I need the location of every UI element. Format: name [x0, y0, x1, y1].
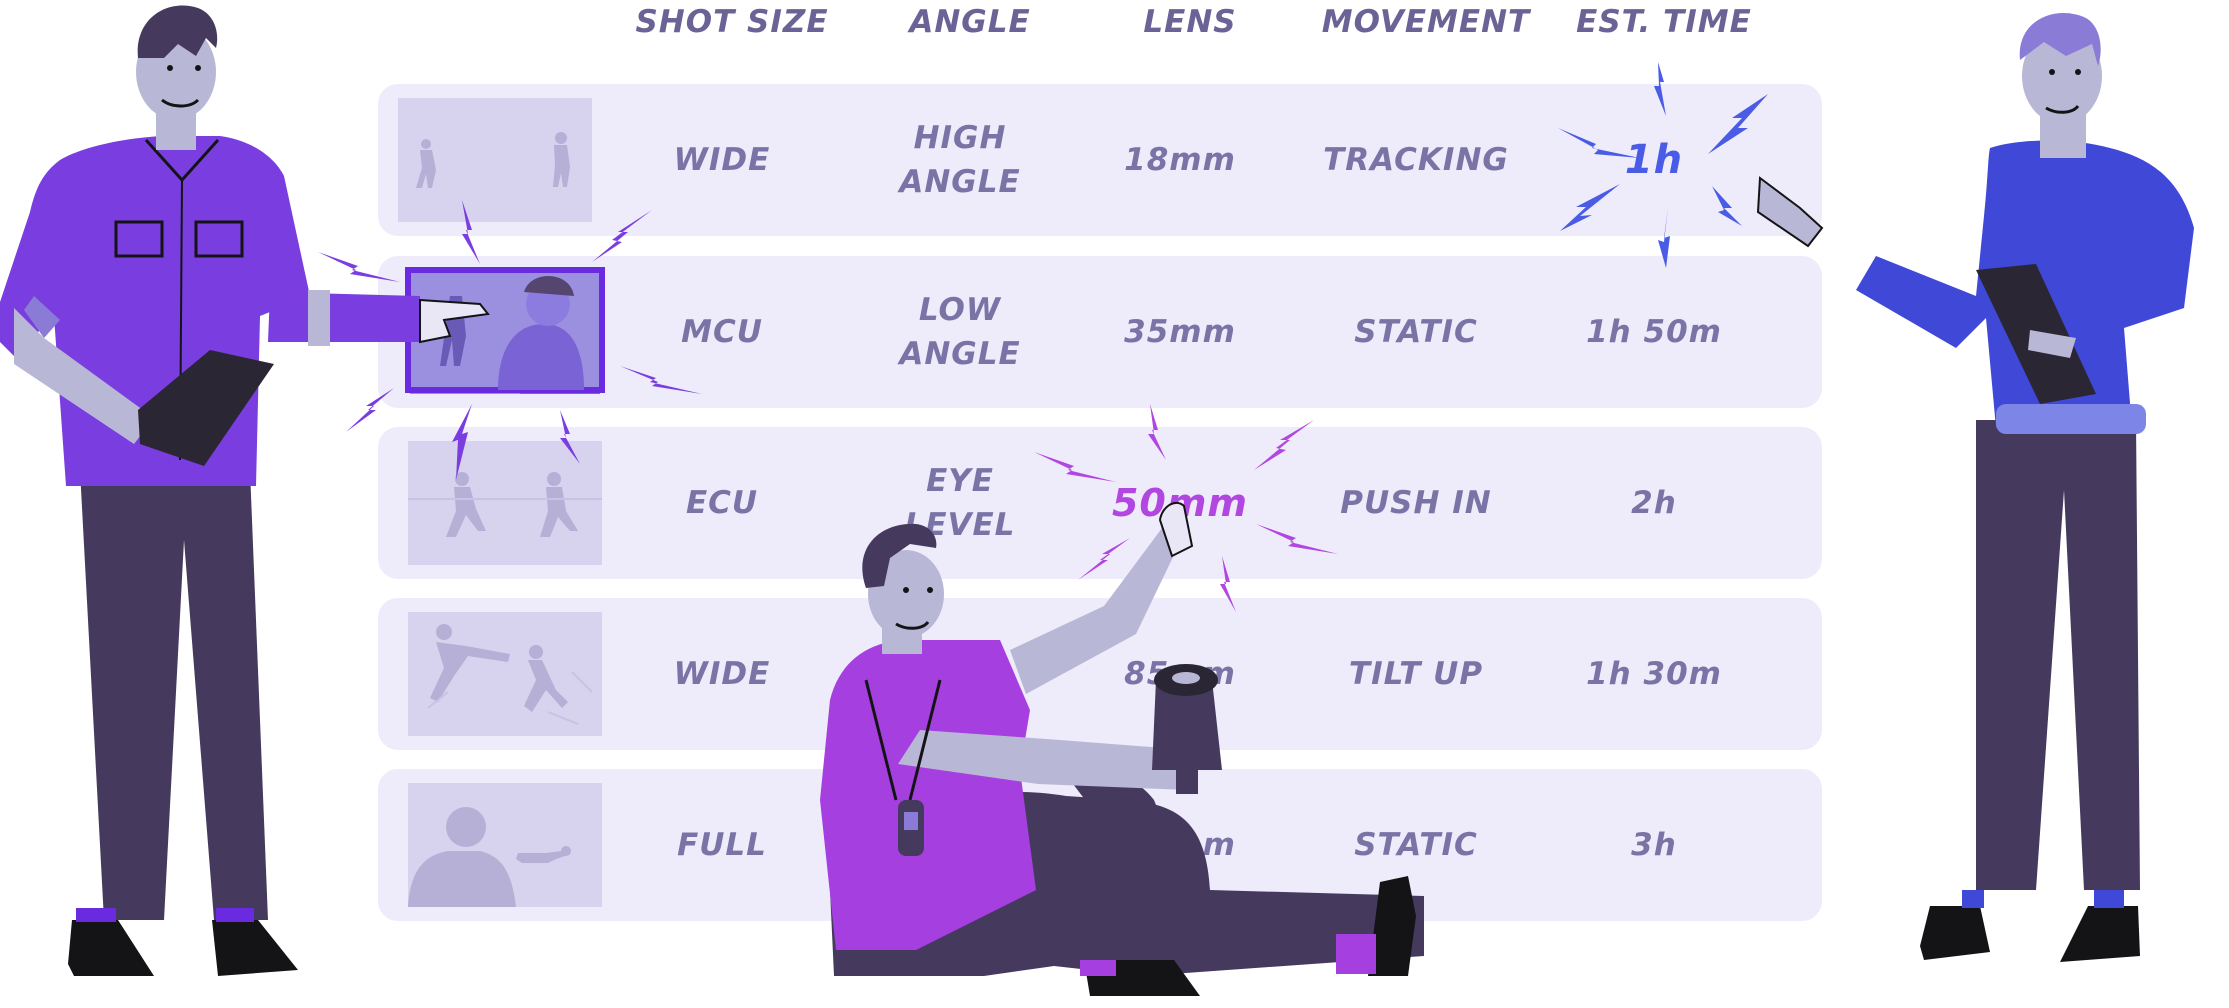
shot-row: WIDE HIGH ANGLE 18mm TRACKING 1h — [378, 84, 1822, 236]
cell-shot-size: ECU — [685, 485, 759, 521]
cell-lens: 18mm — [1124, 142, 1236, 178]
spark-burst-icon — [1034, 404, 1338, 612]
cell-movement: TRACKING — [1323, 142, 1509, 178]
storyboard-thumbnail-icon — [408, 441, 602, 565]
cell-est-time: 2h — [1631, 485, 1677, 521]
cell-movement: PUSH IN — [1340, 485, 1492, 521]
left-man-figure — [0, 5, 490, 976]
cell-lens: 35mm — [1124, 314, 1236, 350]
storyboard-thumbnail-icon — [408, 783, 602, 907]
cell-shot-size: WIDE — [673, 142, 771, 178]
spark-burst-icon — [318, 200, 702, 480]
cell-angle: HIGH ANGLE — [899, 120, 1021, 200]
camera-lens-icon — [1152, 664, 1222, 794]
cell-est-time: 1h 50m — [1586, 314, 1722, 350]
cell-shot-size: MCU — [681, 314, 763, 350]
cell-shot-size: FULL — [677, 827, 767, 863]
cell-est-time-highlight: 1h — [1624, 137, 1684, 183]
cell-est-time: 1h 30m — [1586, 656, 1722, 692]
cell-est-time: 3h — [1631, 827, 1677, 863]
header-est-time: EST. TIME — [1576, 4, 1752, 40]
spark-burst-icon — [1558, 62, 1768, 268]
header-shot-size: SHOT SIZE — [635, 4, 829, 40]
shot-row: ECU EYE LEVEL 50mm PUSH IN 2h — [378, 427, 1822, 579]
cell-movement: STATIC — [1354, 827, 1478, 863]
header-movement: MOVEMENT — [1321, 4, 1531, 40]
header-lens: LENS — [1143, 4, 1237, 40]
cell-shot-size: WIDE — [673, 656, 771, 692]
header-angle: ANGLE — [909, 4, 1031, 40]
storyboard-thumbnail-icon — [408, 612, 602, 736]
cell-movement: TILT UP — [1348, 656, 1484, 692]
cell-movement: STATIC — [1354, 314, 1478, 350]
seated-man-figure — [820, 501, 1424, 996]
cell-angle: LOW ANGLE — [899, 292, 1021, 372]
cell-angle: EYE LEVEL — [904, 463, 1016, 543]
storyboard-thumbnail-icon — [398, 98, 592, 222]
tablet-icon — [138, 350, 274, 466]
right-man-figure — [1756, 13, 2194, 962]
